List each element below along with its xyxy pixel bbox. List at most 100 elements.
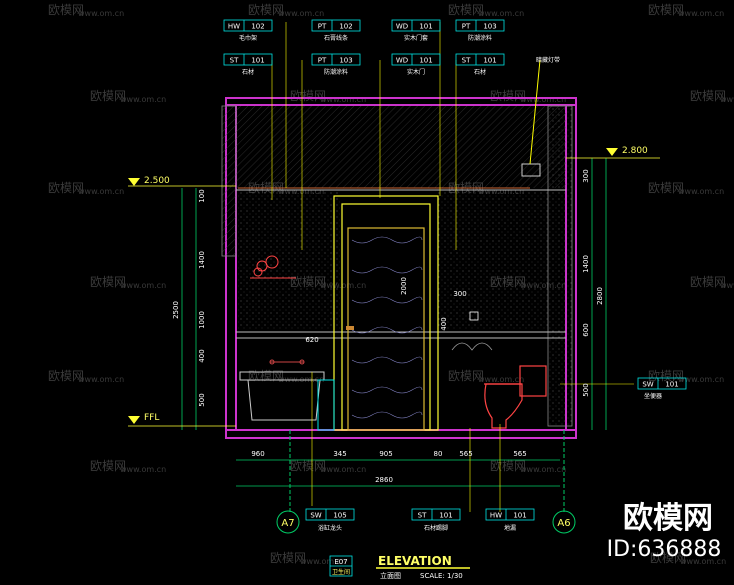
upper-plaster-area (236, 106, 566, 188)
tag-box (455, 53, 505, 66)
right-tag-description: 坐便器 (644, 392, 662, 400)
tag-code: SW (310, 512, 321, 520)
level-floor-text: FFL (144, 413, 159, 423)
tag-description: 实木门套 (404, 34, 428, 42)
faucet-knob-r (299, 359, 305, 365)
watermark-url: www.om.cn (78, 187, 124, 196)
watermark-brand: 欧模网 (48, 181, 84, 195)
light-box (521, 163, 541, 177)
tag-code: SW (642, 381, 653, 389)
dim-bottom-value: 345 (333, 450, 346, 458)
watermark-url: www.om.cn (320, 95, 366, 104)
watermark-brand: 欧模网 (48, 3, 84, 17)
toilet-bowl (484, 383, 523, 429)
tub-faucet-icon (269, 359, 305, 365)
room-frame (225, 97, 577, 439)
drawing-subtitle: 立面图 (380, 571, 401, 580)
tag-number: 103 (483, 23, 496, 31)
grain-1 (351, 236, 423, 244)
door-frame-outer (333, 195, 439, 431)
watermark-url: www.om.cn (478, 9, 524, 18)
dim-bottom-value: 905 (379, 450, 392, 458)
tag-description: 石膏线条 (324, 34, 348, 42)
watermark-brand: 欧模网 (690, 89, 726, 103)
tag-description: 防潮涂料 (324, 68, 348, 76)
drawing-title: ELEVATION (378, 554, 452, 568)
grain-5 (351, 356, 423, 364)
light-leader (529, 59, 541, 165)
watermark-brand: 欧模网 (270, 551, 306, 565)
watermark-url: www.om.cn (278, 9, 324, 18)
watermark-url: www.om.cn (520, 465, 566, 474)
tag-box (223, 53, 273, 66)
tag-description: 实木门 (407, 68, 425, 76)
grain-4 (351, 326, 423, 334)
tag-number: 101 (483, 57, 496, 65)
rack-decor-2 (265, 255, 279, 269)
tag-box (391, 19, 441, 32)
grain-6 (351, 386, 423, 394)
watermark-brand: 欧模网 (290, 89, 326, 103)
left-column (221, 105, 237, 257)
tag-box (485, 508, 535, 521)
watermark-url: www.om.cn (120, 95, 166, 104)
tag-description: 毛巾架 (239, 34, 257, 42)
rack-decor-3 (253, 267, 263, 277)
dim-right-value: 600 (582, 323, 590, 336)
dim-inner-value: 620 (305, 336, 318, 344)
tag-number: 101 (251, 57, 264, 65)
stone-area-right (438, 190, 550, 330)
sheet-sub: 卫生间 (332, 568, 350, 576)
watermark-url: www.om.cn (120, 281, 166, 290)
tag-code: WD (396, 23, 408, 31)
watermark-brand: 欧模网 (490, 89, 526, 103)
watermark-brand: 欧模网 (648, 181, 684, 195)
watermark-url: www.om.cn (320, 281, 366, 290)
tag-box (311, 53, 361, 66)
tag-box (411, 508, 461, 521)
tag-number: 105 (333, 512, 346, 520)
watermark-brand: 欧模网 (248, 3, 284, 17)
big-id-text: ID:636888 (607, 537, 722, 562)
watermark-brand: 欧模网 (690, 275, 726, 289)
bottom-tag-description: 地漏 (504, 524, 516, 532)
bottom-tag-description: 石材踢脚 (424, 524, 448, 532)
watermark-brand: 欧模网 (448, 369, 484, 383)
tag-code: ST (230, 57, 239, 65)
dim-right-value: 500 (582, 383, 590, 396)
drawing-scale: SCALE: 1/30 (420, 572, 463, 580)
watermark-brand: 欧模网 (90, 275, 126, 289)
bathtub-body (247, 379, 321, 421)
watermark-url: www.om.cn (678, 187, 724, 196)
grain-7 (351, 411, 423, 419)
marker-right-circle (552, 510, 576, 534)
tag-description: 石材 (474, 68, 486, 76)
tag-box (223, 19, 273, 32)
toilet-tank (519, 365, 547, 397)
tag-number: 101 (419, 23, 432, 31)
dim-inner-value: 300 (453, 290, 466, 298)
watermark-url: www.om.cn (680, 557, 726, 566)
faucet-knob-l (269, 359, 275, 365)
dim-bottom-value: 565 (459, 450, 472, 458)
grain-2 (351, 266, 423, 274)
door (333, 195, 439, 431)
tag-number: 101 (439, 512, 452, 520)
light-note: 暗藏灯带 (536, 56, 560, 64)
tag-box (305, 508, 355, 521)
dim-left-value: 100 (198, 189, 206, 202)
tag-number: 103 (339, 57, 352, 65)
marker-left-label: A7 (281, 518, 294, 529)
level-right-text: 2.800 (622, 146, 648, 156)
bathtub-rim (239, 371, 325, 381)
tag-leaders (271, 22, 634, 512)
dim-left-value: 1000 (198, 311, 206, 329)
level-right-arrow (606, 148, 618, 156)
grain-3 (351, 296, 423, 304)
watermark-brand: 欧模网 (90, 89, 126, 103)
tag-code: WD (396, 57, 408, 65)
ceiling-light-icon (521, 59, 541, 177)
watermark-url: www.om.cn (78, 9, 124, 18)
watermark-url: www.om.cn (300, 557, 346, 566)
